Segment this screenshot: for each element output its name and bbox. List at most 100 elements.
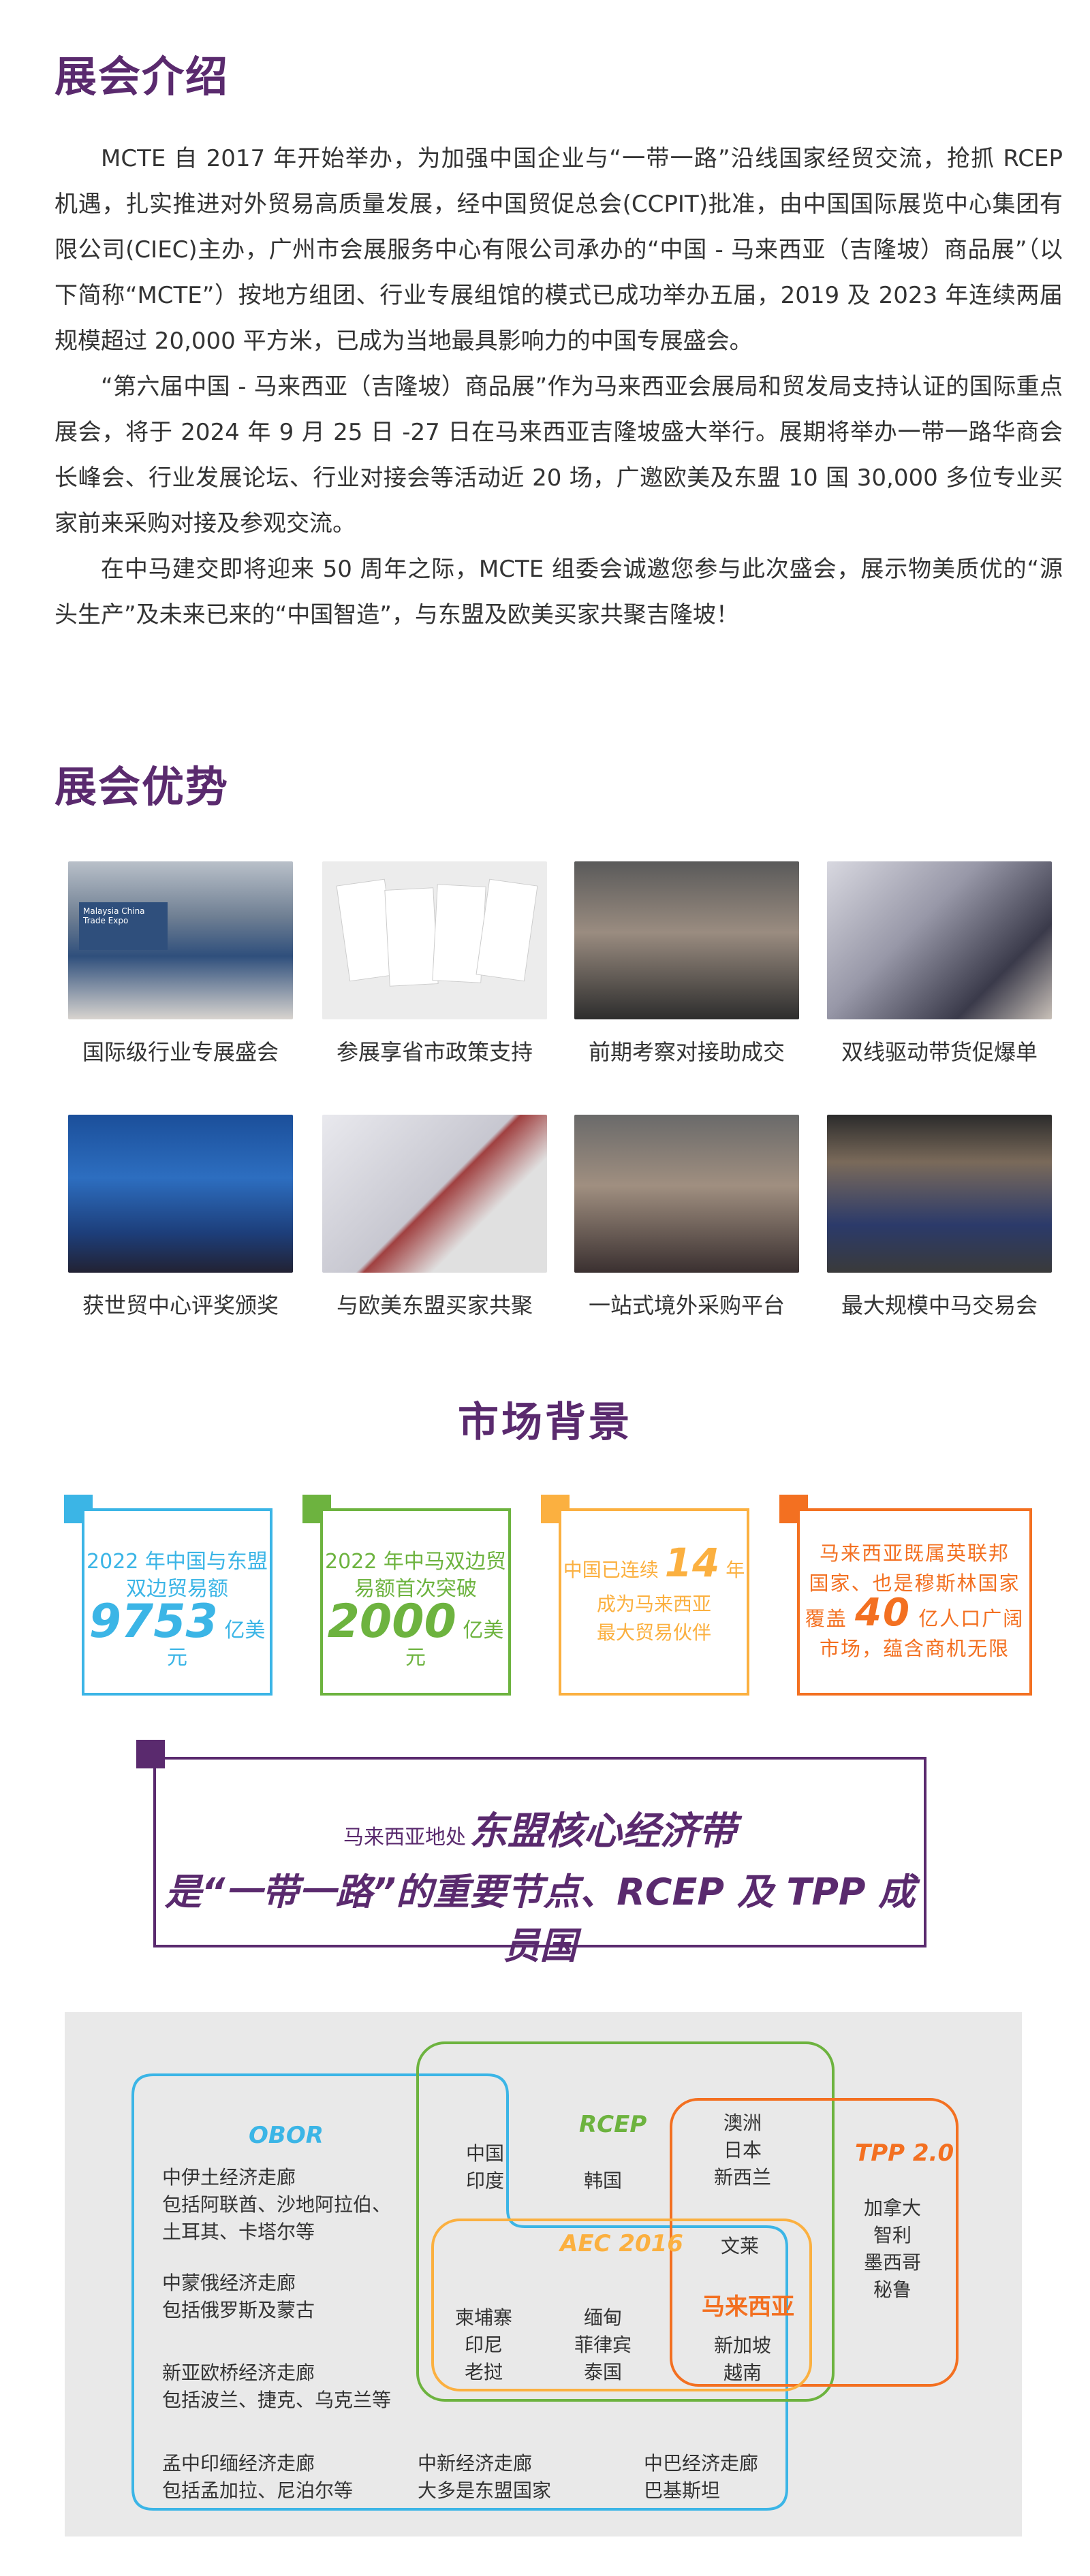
obor-corridor: 新亚欧桥经济走廊 包括波兰、捷克、乌克兰等: [162, 2359, 391, 2414]
stat-line: 市场，蕴含商机无限: [819, 1637, 1010, 1660]
obor-rcep-countries: 中国 印度: [465, 2140, 505, 2195]
aec-label: AEC 2016: [560, 2230, 683, 2257]
hub-marker: [136, 1740, 165, 1768]
country: 日本: [723, 2139, 762, 2161]
aec-countries: 新加坡 越南: [708, 2332, 777, 2387]
stat-suffix: 年: [726, 1559, 745, 1581]
corridor-detail: 大多是东盟国家: [418, 2479, 552, 2502]
stat-line: 2022 年中马双边贸: [325, 1550, 506, 1574]
corridor-detail: 包括孟加拉、尼泊尔等: [162, 2479, 354, 2502]
stat-number: 2000: [327, 1595, 456, 1649]
group-photo: [574, 861, 799, 1019]
venn-diagram: [131, 2041, 959, 2511]
obor-corridor: 孟中印缅经济走廊 包括孟加拉、尼泊尔等: [162, 2450, 353, 2505]
stat-box-trade-partner: 中国已连续 14 年 成为马来西亚 最大贸易伙伴: [559, 1508, 749, 1696]
corridor-detail: 包括波兰、捷克、乌克兰等: [162, 2389, 392, 2411]
bottom-corridor: 中巴经济走廊 巴基斯坦: [644, 2450, 758, 2505]
stat-line: 国家、也是穆斯林国家: [809, 1572, 1021, 1595]
policy-documents-photo: [322, 861, 547, 1019]
stat-unit: 亿美元: [167, 1619, 266, 1670]
corridor-name: 中伊土经济走廊: [162, 2166, 296, 2189]
intro-title: 展会介绍: [54, 52, 230, 101]
hub-subheadline: 是“一带一路”的重要节点、RCEP 及 TPP 成员国: [164, 1871, 916, 1967]
award-ceremony-photo: [68, 1115, 293, 1273]
stat-unit: 亿美元: [405, 1619, 504, 1670]
country: 秘鲁: [873, 2278, 912, 2301]
stat-line: 马来西亚既属英联邦: [819, 1542, 1010, 1565]
aec-countries: 缅甸 菲律宾 泰国: [569, 2304, 637, 2386]
stat-line: 最大贸易伙伴: [596, 1621, 711, 1644]
expo-sign: Malaysia China Trade Expo: [79, 902, 168, 950]
country: 柬埔寨: [454, 2306, 512, 2329]
stat-line: 2022 年中国与东盟: [87, 1550, 268, 1574]
country: 智利: [873, 2224, 912, 2246]
stat-suffix: 亿人口广阔: [918, 1607, 1025, 1630]
tpp-only-countries: 加拿大 智利 墨西哥 秘鲁: [862, 2195, 923, 2304]
stat-number: 14: [664, 1540, 720, 1586]
corridor-name: 孟中印缅经济走廊: [162, 2452, 315, 2475]
hub-headline: 东盟核心经济带: [469, 1809, 737, 1854]
country: 新西兰: [713, 2166, 771, 2189]
country: 新加坡: [713, 2334, 771, 2357]
intro-text: MCTE 自 2017 年开始举办，为加强中国企业与“一带一路”沿线国家经贸交流…: [54, 136, 1063, 638]
stat-line: 双边贸易额: [126, 1577, 228, 1601]
corridor-name: 中蒙俄经济走廊: [162, 2272, 296, 2294]
country: 越南: [723, 2362, 762, 2384]
rcep-label: RCEP: [579, 2111, 647, 2138]
hub-box: 马来西亚地处 东盟核心经济带 是“一带一路”的重要节点、RCEP 及 TPP 成…: [153, 1757, 926, 1967]
stat-line: 易额首次突破: [354, 1577, 477, 1601]
tpp-label: TPP 2.0: [855, 2140, 954, 2167]
market-title: 市场背景: [458, 1399, 632, 1446]
advantage-caption: 双线驱动带货促爆单: [841, 1039, 1038, 1065]
advantage-caption: 一站式境外采购平台: [588, 1292, 785, 1318]
obor-region: [131, 2073, 788, 2511]
expo-hall-photo: Malaysia China Trade Expo: [68, 861, 293, 1019]
advantage-caption: 最大规模中马交易会: [841, 1292, 1038, 1318]
intro-paragraph: MCTE 自 2017 年开始举办，为加强中国企业与“一带一路”沿线国家经贸交流…: [54, 145, 1063, 355]
corridor-name: 中新经济走廊: [418, 2452, 533, 2475]
hub-small-text: 马来西亚地处: [343, 1826, 466, 1849]
country: 中国: [465, 2142, 504, 2165]
country: 印尼: [464, 2334, 503, 2356]
livestream-photo: [827, 861, 1052, 1019]
buyers-meeting-photo: [322, 1115, 547, 1273]
country: 泰国: [583, 2361, 622, 2383]
intro-paragraph: 在中马建交即将迎来 50 周年之际，MCTE 组委会诚邀您参与此次盛会，展示物美…: [54, 556, 1063, 629]
corridor-name: 新亚欧桥经济走廊: [162, 2362, 315, 2384]
stat-prefix: 中国已连续: [563, 1559, 659, 1581]
malaysia-label: 马来西亚: [702, 2293, 794, 2321]
stat-box-china-malaysia-trade: 2022 年中马双边贸 易额首次突破 2000 亿美元: [320, 1508, 511, 1696]
stat-number: 40: [855, 1591, 911, 1635]
country: 缅甸: [583, 2306, 622, 2329]
corridor-detail: 巴基斯坦: [644, 2479, 721, 2502]
stat-number: 9753: [89, 1595, 218, 1649]
intro-paragraph: “第六届中国 - 马来西亚（吉隆坡）商品展”作为马来西亚会展局和贸发局支持认证的…: [54, 373, 1063, 537]
stat-box-asean-trade: 2022 年中国与东盟 双边贸易额 9753 亿美元: [82, 1508, 272, 1696]
corridor-detail: 包括阿联酋、沙地阿拉伯、: [162, 2193, 392, 2216]
rcep-only-country: 韩国: [584, 2169, 623, 2192]
trade-conference-photo: [827, 1115, 1052, 1273]
obor-label: OBOR: [249, 2122, 324, 2149]
country: 菲律宾: [574, 2334, 632, 2356]
advantage-caption: 与欧美东盟买家共聚: [336, 1292, 533, 1318]
obor-corridor: 中伊土经济走廊 包括阿联酋、沙地阿拉伯、 土耳其、卡塔尔等: [162, 2164, 391, 2246]
corridor-name: 中巴经济走廊: [644, 2452, 759, 2475]
corridor-detail: 土耳其、卡塔尔等: [162, 2221, 315, 2243]
aec-region: [431, 2219, 812, 2391]
advantage-caption: 国际级行业专展盛会: [82, 1039, 279, 1065]
advantages-title: 展会优势: [54, 762, 230, 812]
advantage-caption: 前期考察对接助成交: [588, 1039, 785, 1065]
rcep-tpp-countries: 澳洲 日本 新西兰: [712, 2110, 773, 2191]
stat-box-population: 马来西亚既属英联邦 国家、也是穆斯林国家 覆盖 40 亿人口广阔 市场，蕴含商机…: [797, 1508, 1032, 1696]
country: 印度: [465, 2169, 504, 2192]
country: 老挝: [464, 2361, 503, 2383]
aec-rcep-tpp-country: 文莱: [721, 2235, 760, 2257]
tpp-region: [670, 2098, 959, 2387]
country: 加拿大: [863, 2197, 921, 2219]
aec-countries: 柬埔寨 印尼 老挝: [450, 2304, 518, 2386]
rcep-region: [416, 2041, 835, 2402]
obor-corridor: 中蒙俄经济走廊 包括俄罗斯及蒙古: [162, 2270, 315, 2324]
stat-prefix: 覆盖: [805, 1607, 847, 1630]
country: 澳洲: [723, 2112, 762, 2134]
bottom-corridor: 中新经济走廊 大多是东盟国家: [418, 2450, 551, 2505]
